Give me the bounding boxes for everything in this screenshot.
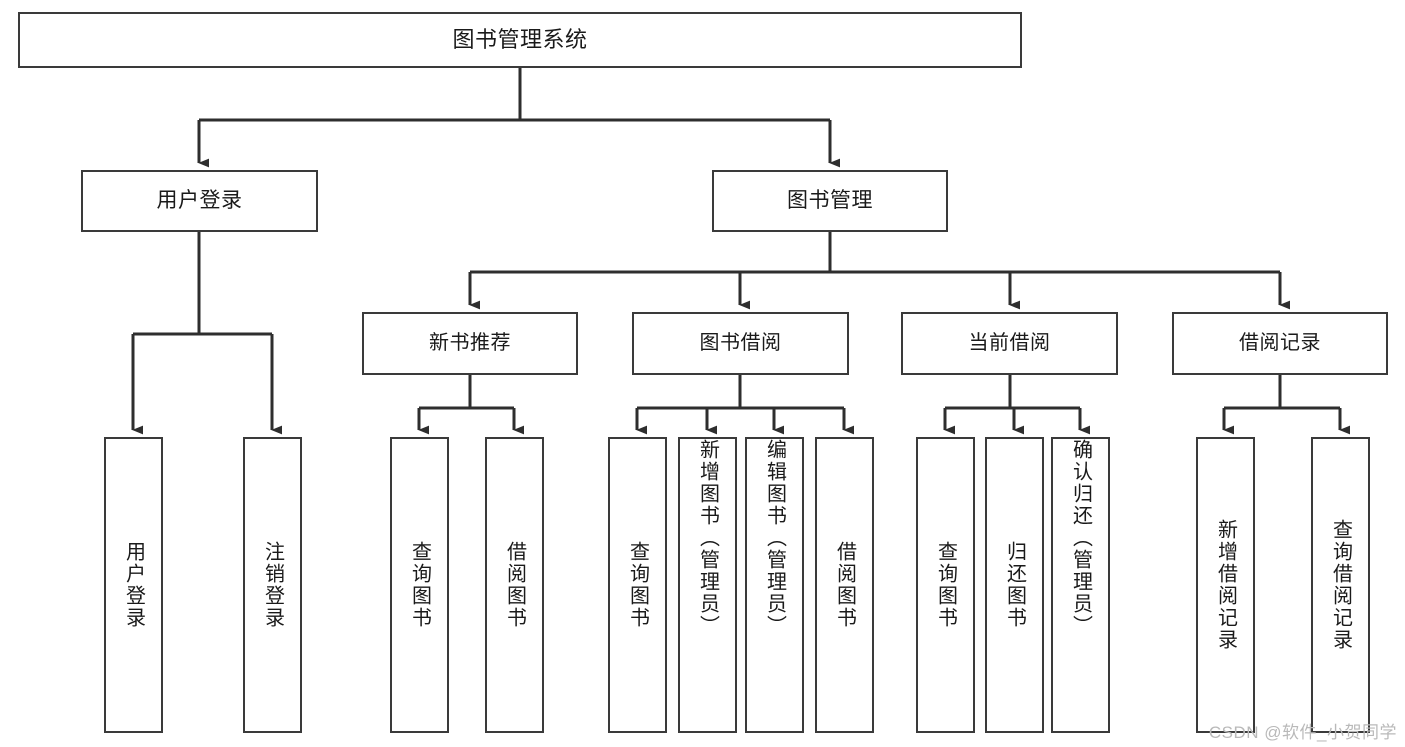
node-label: 新增图书（管理员）: [696, 439, 719, 637]
node-root-system[interactable]: 图书管理系统: [18, 12, 1022, 68]
node-user-login[interactable]: 用户登录: [81, 170, 318, 232]
leaf-add-book[interactable]: 新增图书（管理员）: [678, 437, 737, 733]
leaf-user-logout[interactable]: 注销登录: [243, 437, 302, 733]
leaf-query-book-current[interactable]: 查询图书: [916, 437, 975, 733]
node-label: 归还图书: [1003, 541, 1026, 629]
leaf-user-login[interactable]: 用户登录: [104, 437, 163, 733]
leaf-borrow-book-recommend[interactable]: 借阅图书: [485, 437, 544, 733]
node-borrow-record[interactable]: 借阅记录: [1172, 312, 1388, 375]
node-current-borrow[interactable]: 当前借阅: [901, 312, 1118, 375]
node-label: 查询图书: [934, 541, 957, 629]
node-label: 新书推荐: [429, 331, 511, 354]
leaf-add-borrow-record[interactable]: 新增借阅记录: [1196, 437, 1255, 733]
node-label: 用户登录: [122, 541, 145, 629]
node-new-book-recommend[interactable]: 新书推荐: [362, 312, 578, 375]
leaf-confirm-return[interactable]: 确认归还（管理员）: [1051, 437, 1110, 733]
node-book-manage[interactable]: 图书管理: [712, 170, 948, 232]
node-label: 图书借阅: [699, 331, 782, 354]
leaf-query-borrow-record[interactable]: 查询借阅记录: [1311, 437, 1370, 733]
node-label: 查询借阅记录: [1329, 519, 1352, 651]
node-label: 确认归还（管理员）: [1069, 439, 1092, 637]
leaf-query-book-borrow[interactable]: 查询图书: [608, 437, 667, 733]
node-label: 用户登录: [156, 188, 243, 212]
leaf-return-book[interactable]: 归还图书: [985, 437, 1044, 733]
node-label: 当前借阅: [968, 331, 1051, 354]
node-label: 新增借阅记录: [1214, 519, 1237, 651]
leaf-query-book-recommend[interactable]: 查询图书: [390, 437, 449, 733]
node-label: 查询图书: [408, 541, 431, 629]
watermark-text: CSDN @软件_小贺同学: [1208, 723, 1397, 742]
node-label: 图书管理系统: [452, 27, 588, 53]
node-label: 借阅图书: [833, 541, 856, 629]
leaf-borrow-book[interactable]: 借阅图书: [815, 437, 874, 733]
node-book-borrow[interactable]: 图书借阅: [632, 312, 849, 375]
node-label: 图书管理: [787, 188, 873, 212]
node-label: 编辑图书（管理员）: [763, 439, 786, 637]
node-label: 注销登录: [261, 541, 284, 629]
node-label: 借阅记录: [1239, 331, 1321, 354]
leaf-edit-book[interactable]: 编辑图书（管理员）: [745, 437, 804, 733]
node-label: 查询图书: [626, 541, 649, 629]
node-label: 借阅图书: [503, 541, 526, 629]
